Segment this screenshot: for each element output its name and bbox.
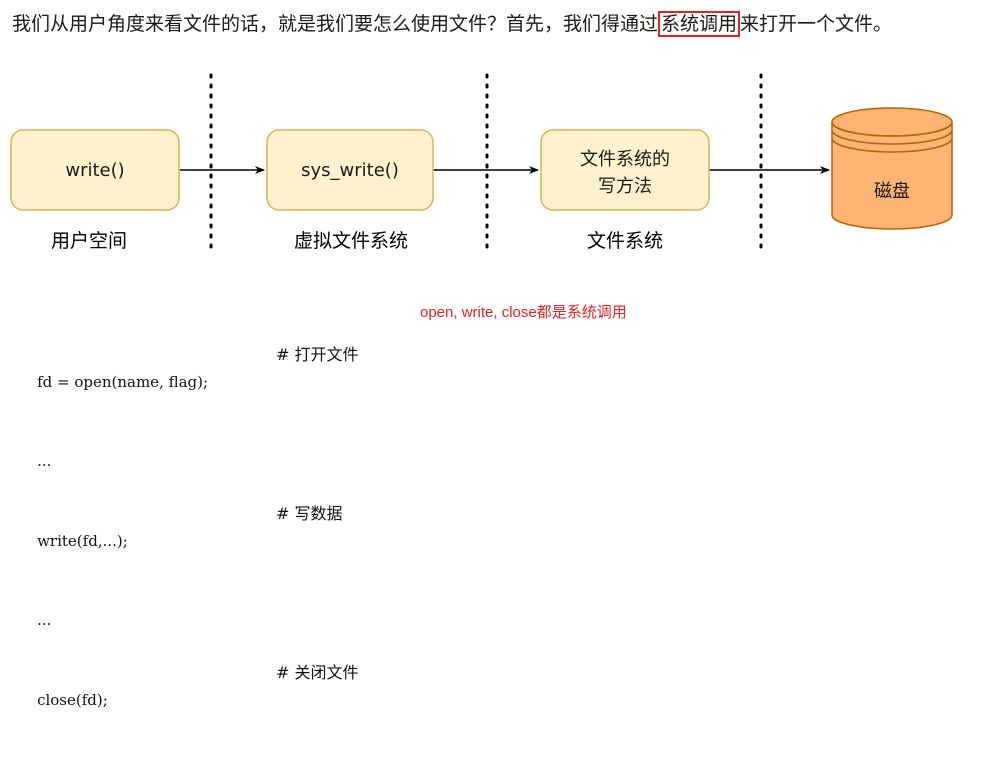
code-line-write: write(fd,...); # 写数据 — [18, 501, 342, 550]
caption-vfs: 虚拟文件系统 — [294, 230, 408, 252]
code-line-open: fd = open(name, flag); # 打开文件 — [18, 342, 358, 391]
node-sys-write-label: sys_write() — [301, 160, 399, 181]
comment-write-data: # 写数据 — [276, 504, 343, 523]
caption-user-space: 用户空间 — [51, 230, 127, 252]
code-ellipsis-1: ... — [37, 452, 52, 470]
comment-close-file: # 关闭文件 — [276, 663, 359, 682]
node-sys-write: sys_write() — [266, 129, 434, 211]
file-write-flow-diagram: write() sys_write() 文件系统的 写方法 磁盘 用户空间 虚拟… — [10, 73, 953, 252]
node-fs-write-method: 文件系统的 写方法 — [540, 129, 710, 211]
code-open: fd = open(name, flag); — [37, 372, 209, 391]
code-line-ellipsis-1: ... — [18, 422, 208, 470]
node-write-label: write() — [65, 160, 124, 181]
node-write: write() — [10, 129, 180, 211]
intro-highlight-syscall: 系统调用 — [658, 11, 741, 37]
code-close: close(fd); — [37, 690, 108, 709]
comment-open-file: # 打开文件 — [276, 345, 359, 364]
intro-text-after: 来打开一个文件。 — [740, 13, 893, 35]
node-fs-label-line1: 文件系统的 — [580, 149, 670, 170]
intro-text-before: 我们从用户角度来看文件的话，就是我们要怎么使用文件？首先，我们得通过 — [12, 13, 659, 35]
code-ellipsis-2: ... — [37, 611, 52, 629]
node-fs-label-line2: 写方法 — [598, 176, 652, 197]
code-snippet: fd = open(name, flag); # 打开文件 ... write(… — [18, 289, 358, 713]
code-line-close: close(fd); # 关闭文件 — [18, 660, 358, 709]
intro-paragraph: 我们从用户角度来看文件的话，就是我们要怎么使用文件？首先，我们得通过系统调用来打… — [12, 10, 892, 38]
caption-file-system: 文件系统 — [587, 230, 663, 252]
code-line-ellipsis-2: ... — [18, 581, 208, 629]
node-disk: 磁盘 — [831, 107, 953, 230]
syscall-note: open, write, close都是系统调用 — [420, 304, 627, 321]
node-disk-label: 磁盘 — [874, 181, 910, 202]
code-write: write(fd,...); — [37, 531, 128, 550]
